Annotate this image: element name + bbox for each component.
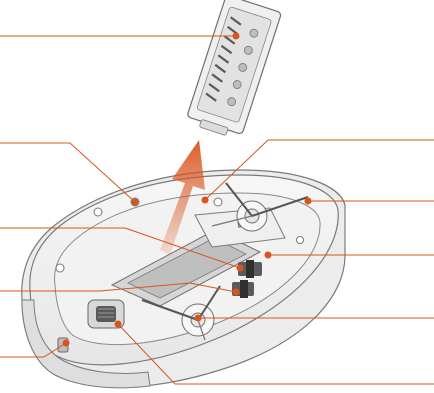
dot-side-brush-bottom: [195, 315, 202, 322]
dot-cliff-sensor: [233, 289, 240, 296]
dot-dustbin-outlet: [265, 252, 272, 259]
dot-brush-guard: [237, 265, 244, 272]
main-brush-removed: [185, 0, 282, 140]
dot-top-cover: [132, 199, 139, 206]
dot-side-brush-top: [305, 198, 312, 205]
dot-omni-wheel: [115, 321, 122, 328]
dot-release-catch: [202, 197, 209, 204]
dot-main-brush: [233, 33, 240, 40]
dot-charging-contact: [63, 340, 70, 347]
